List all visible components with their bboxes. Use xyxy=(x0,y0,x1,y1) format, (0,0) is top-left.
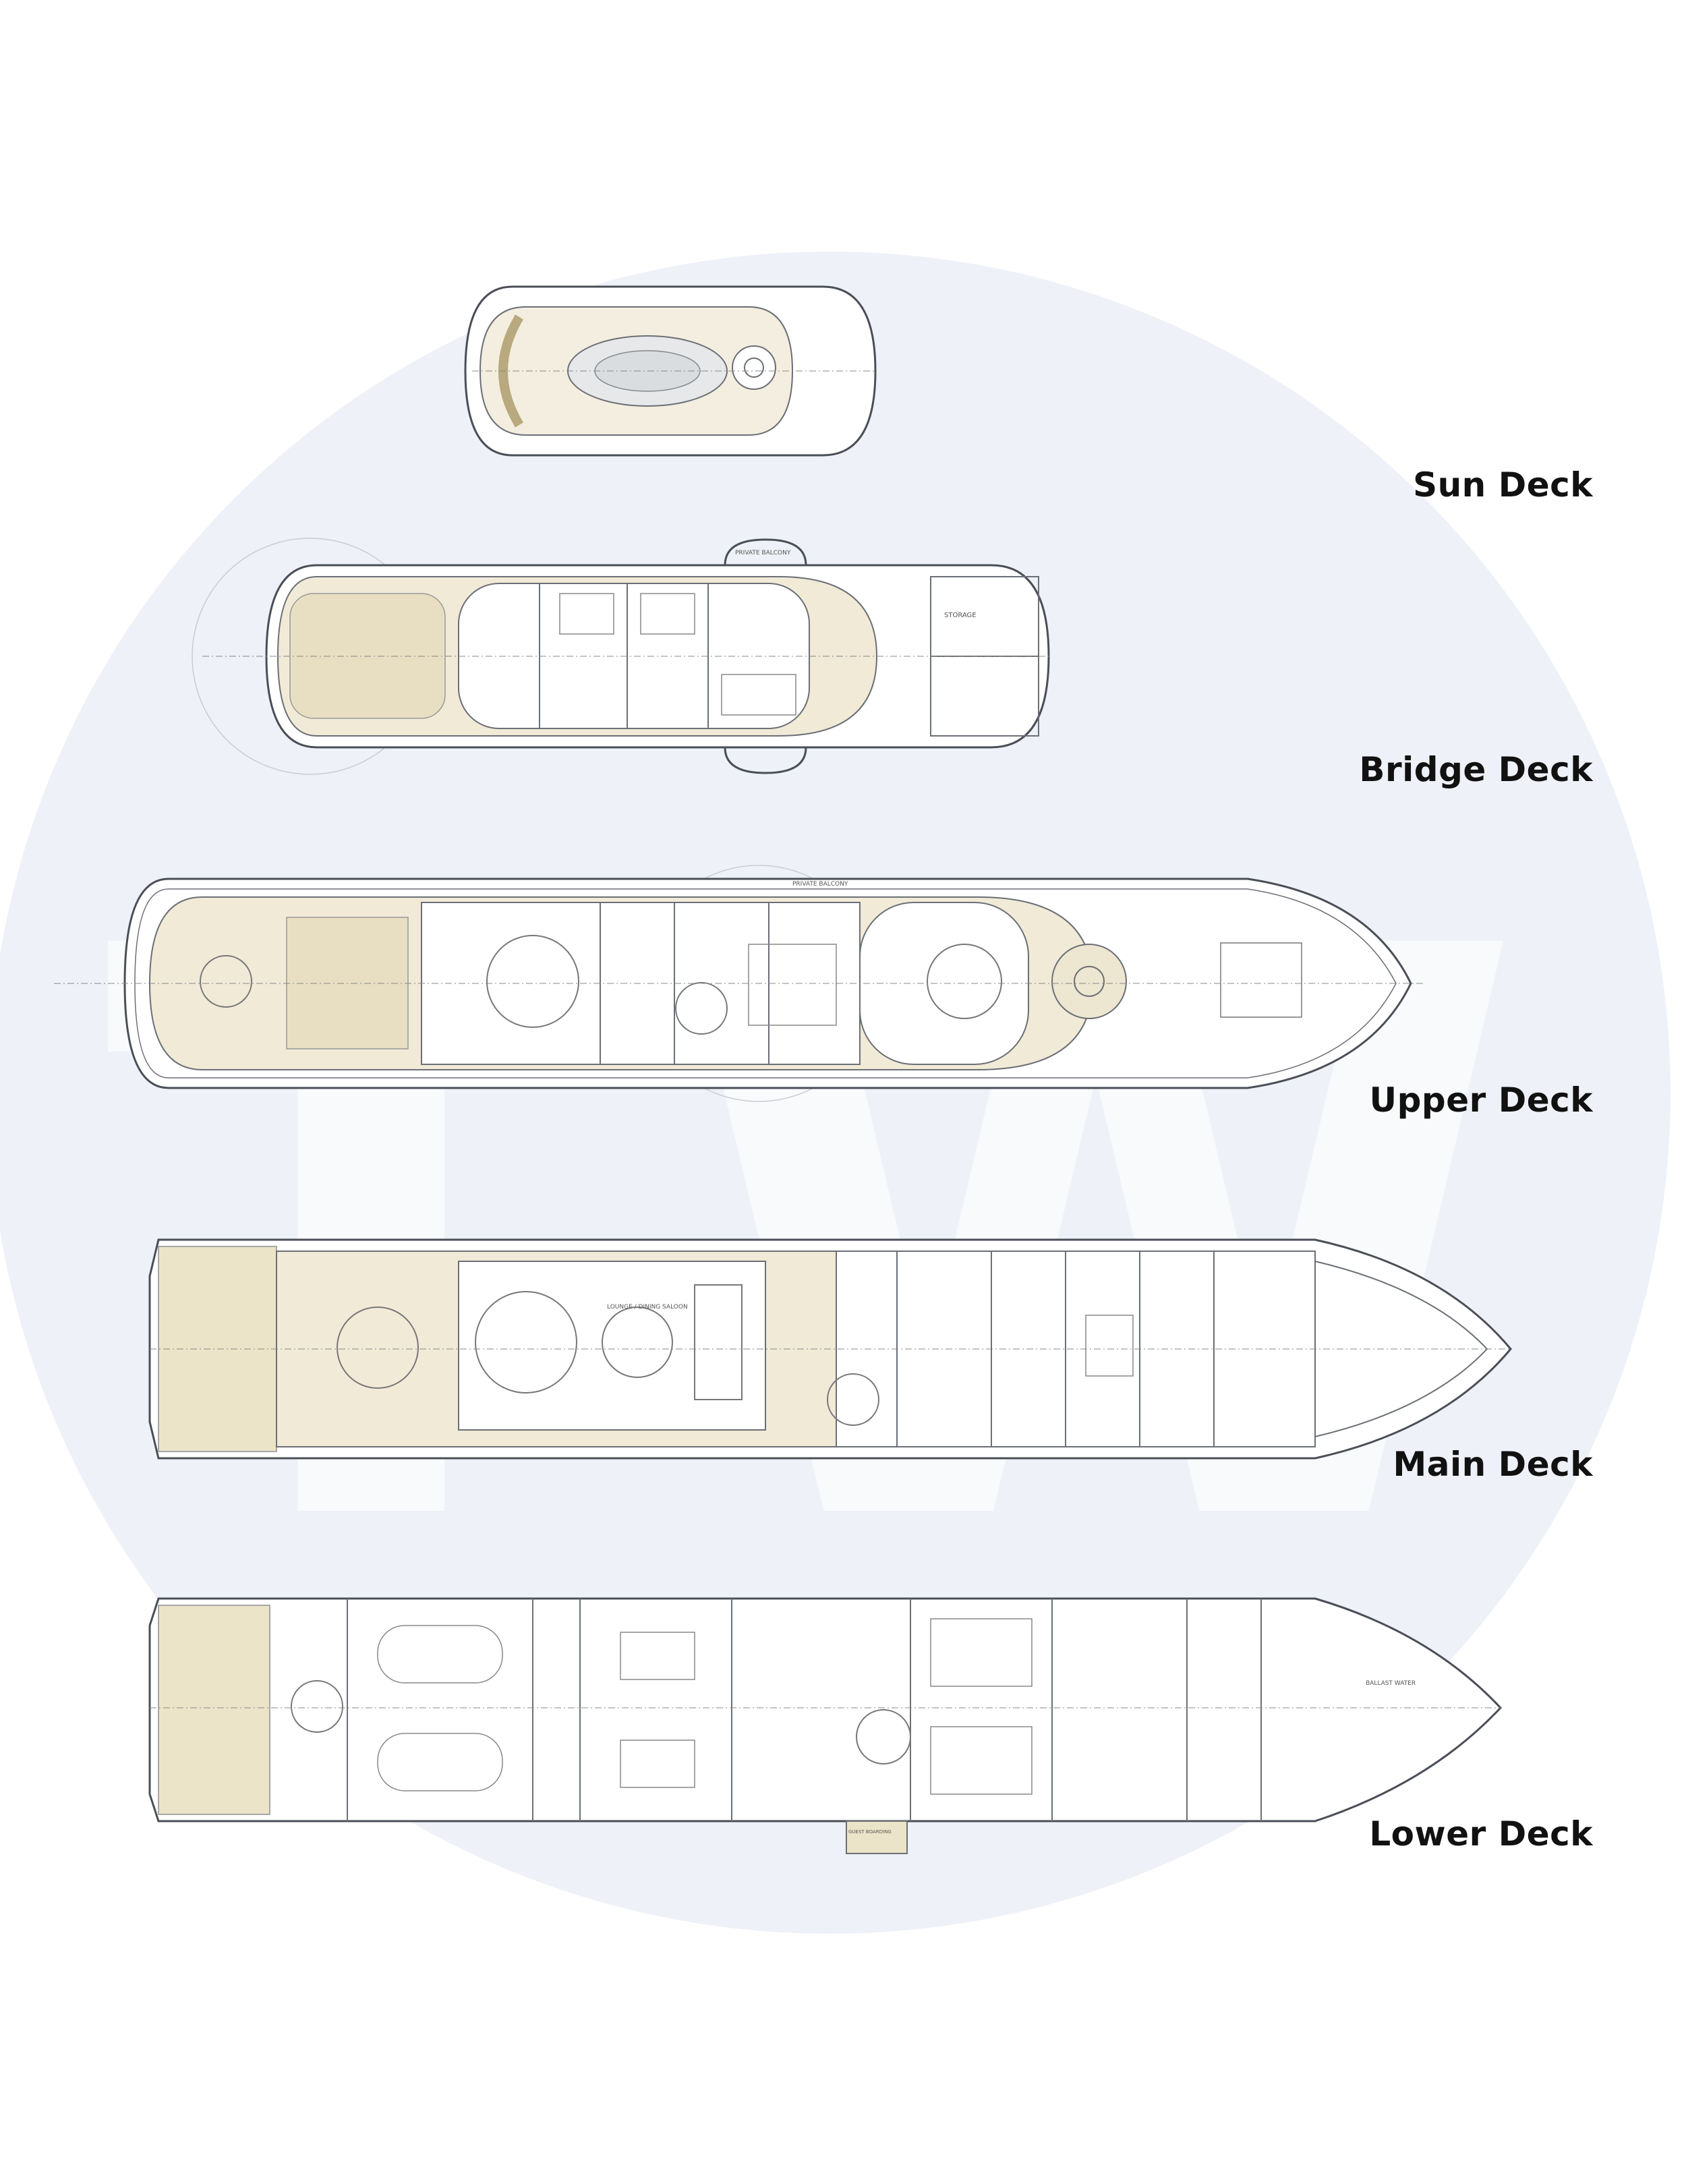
lower-deck-ballast-text: BALLAST WATER xyxy=(1366,1680,1416,1687)
upper-deck-forward-stair-core xyxy=(1074,966,1105,997)
upper-deck-owners-table xyxy=(927,944,1002,1019)
upper-deck-aft-table xyxy=(200,955,252,1008)
upper-deck-stair xyxy=(675,982,728,1035)
lower-deck-label: Lower Deck xyxy=(1369,1814,1593,1853)
main-deck-owners-bed xyxy=(1085,1315,1134,1377)
main-deck-label: Main Deck xyxy=(1393,1445,1593,1484)
main-deck-saloon xyxy=(458,1261,766,1431)
bridge-deck-label: Bridge Deck xyxy=(1359,750,1593,789)
sun-deck-radar-core xyxy=(744,357,764,378)
lower-deck-engine-2 xyxy=(620,1740,695,1788)
lower-deck-aft-stair xyxy=(291,1680,343,1733)
main-deck-dining-table xyxy=(694,1284,743,1400)
lower-deck-hull xyxy=(148,1597,1503,1822)
main-deck-stair xyxy=(827,1373,879,1426)
lower-deck-tender-2 xyxy=(377,1733,503,1791)
main-deck-saloon-table xyxy=(602,1306,673,1378)
bridge-deck-room-b xyxy=(640,593,695,635)
upper-deck-balcony-text: PRIVATE BALCONY xyxy=(792,881,848,888)
upper-deck-guest-cabin xyxy=(748,944,837,1026)
upper-deck-lounge-rug xyxy=(486,935,579,1028)
bridge-deck-room-a xyxy=(559,593,614,635)
lower-deck-crew-mess xyxy=(930,1726,1033,1795)
lower-deck-boarding-text: GUEST BOARDING xyxy=(848,1829,892,1835)
lower-deck-engine-1 xyxy=(620,1632,695,1680)
lower-deck-guest-boarding xyxy=(846,1820,908,1854)
lower-deck-aft-platform xyxy=(158,1605,270,1815)
sun-deck-label: Sun Deck xyxy=(1413,465,1593,505)
main-deck-saloon-rug xyxy=(475,1291,577,1393)
upper-deck-label: Upper Deck xyxy=(1369,1081,1593,1120)
bridge-deck-storage-text: STORAGE xyxy=(944,612,977,619)
upper-deck-tender-hatch xyxy=(1220,942,1302,1018)
upper-deck-inner-hull xyxy=(134,888,1397,1079)
upper-deck-forward-stairwell xyxy=(1051,944,1127,1019)
main-deck-saloon-text: LOUNGE / DINING SALOON xyxy=(607,1304,688,1311)
bridge-deck-balconies xyxy=(724,538,807,774)
bridge-deck-balcony-text: PRIVATE BALCONY xyxy=(735,550,791,556)
bridge-deck-room-c xyxy=(721,674,796,716)
lower-deck-tender-1 xyxy=(377,1625,503,1684)
lower-deck-stair xyxy=(856,1709,911,1764)
lower-deck-galley xyxy=(930,1618,1033,1687)
main-deck-aft-seating xyxy=(337,1306,419,1389)
sun-deck-radar xyxy=(732,345,776,390)
